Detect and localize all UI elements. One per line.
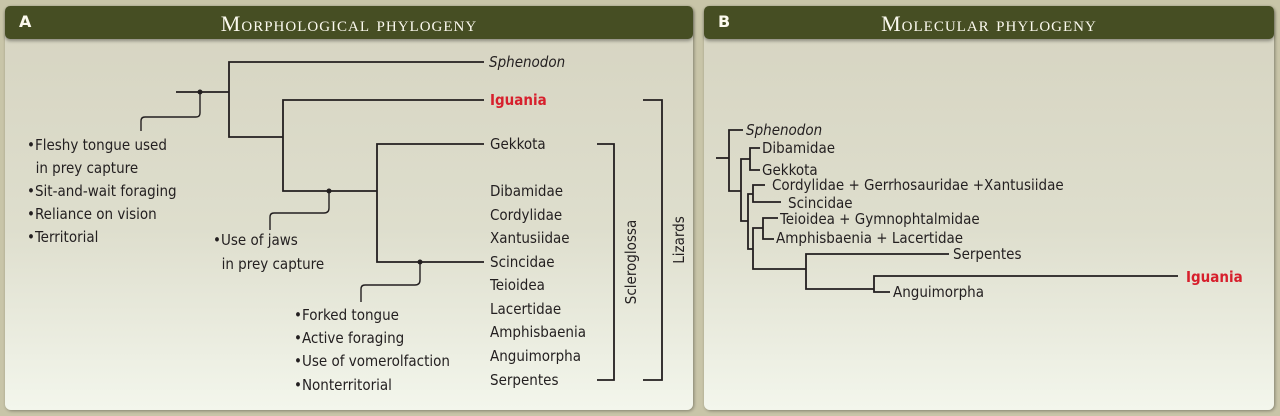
taxon-gekkota: Gekkota	[490, 135, 546, 153]
taxon-serpentes: Serpentes	[953, 245, 1021, 263]
panel-header: B Molecular phylogeny	[704, 6, 1274, 39]
branch-dibamidae	[749, 147, 760, 159]
panel-header: A Morphological phylogeny	[5, 6, 693, 39]
branch-sphenodon	[228, 61, 484, 92]
taxon-amphisbaenia-group: Amphisbaenia + Lacertidae	[776, 229, 963, 247]
taxon-scincidae: Scincidae	[490, 253, 555, 271]
annotation-line: •Nonterritorial	[294, 376, 392, 394]
panel-molecular-phylogeny: B Molecular phylogeny	[704, 6, 1274, 410]
annotation-line: in prey capture	[27, 159, 138, 177]
taxon-anguimorpha: Anguimorpha	[490, 347, 581, 365]
branch-teioidea	[762, 217, 778, 228]
annotation-root: •Fleshy tongue used in prey capture •Sit…	[27, 136, 177, 246]
taxon-cordylidae-group: Cordylidae + Gerrhosauridae +Xantusiidae	[772, 176, 1064, 194]
callout-root	[140, 92, 201, 131]
taxon-xantusiidae: Xantusiidae	[490, 229, 570, 247]
branch-toxicofera	[752, 249, 806, 270]
branch-dib-gek-node	[740, 158, 750, 191]
panel-letter: A	[19, 12, 32, 31]
taxon-dibamidae: Dibamidae	[762, 139, 835, 157]
panel-title: Morphological phylogeny	[220, 11, 478, 36]
branch-gekkota	[376, 143, 484, 191]
branch-iguania	[282, 99, 484, 137]
annotation-line: •Fleshy tongue used	[27, 136, 167, 154]
callout-jaws	[269, 191, 330, 230]
taxon-sphenodon: Sphenodon	[746, 121, 822, 139]
branch-anguimorpha	[873, 289, 890, 293]
annotation-line: •Active foraging	[294, 329, 404, 347]
branch-lizards-stem	[228, 92, 283, 138]
taxon-teioidea-group: Teioidea + Gymnophtalmidae	[779, 210, 980, 228]
node-dot	[326, 188, 332, 194]
callout-scleroglossa	[360, 262, 421, 302]
panel-title: Molecular phylogeny	[881, 11, 1097, 36]
synapomorphy-dots	[197, 89, 423, 265]
panel-letter: B	[718, 12, 731, 31]
node-dot	[417, 259, 423, 265]
branch-serpentes	[805, 253, 949, 269]
branch-cordylidae	[752, 184, 765, 194]
annotation-line: in prey capture	[213, 255, 324, 273]
annotation-line: •Forked tongue	[294, 306, 399, 324]
bracket-lizards	[643, 99, 663, 381]
branch-sphenodon	[728, 129, 743, 158]
annotation-scleroglossa: •Forked tongue •Active foraging •Use of …	[294, 306, 450, 394]
annotation-line: •Reliance on vision	[27, 205, 157, 223]
annotation-line: •Sit-and-wait foraging	[27, 182, 177, 200]
taxon-iguania: Iguania	[1186, 268, 1243, 286]
taxon-sphenodon: Sphenodon	[489, 53, 565, 71]
annotation-line: •Territorial	[27, 228, 98, 246]
taxon-iguania: Iguania	[490, 91, 547, 109]
taxon-serpentes: Serpentes	[490, 371, 558, 389]
bracket-label-scleroglossa: Scleroglossa	[622, 220, 640, 304]
taxon-lacertidae: Lacertidae	[490, 300, 561, 318]
branch-scleroglossa-stem	[282, 137, 377, 192]
annotation-line: •Use of jaws	[213, 231, 298, 249]
taxon-teioidea: Teioidea	[489, 276, 545, 294]
branch-teio-node	[752, 227, 763, 249]
branch-scinc-node	[747, 193, 753, 221]
node-dot	[197, 89, 203, 95]
bracket-scleroglossa	[597, 143, 615, 381]
annotation-jaws: •Use of jaws in prey capture	[213, 231, 324, 273]
branch-rest	[740, 191, 748, 222]
taxon-amphisbaenia: Amphisbaenia	[490, 323, 586, 341]
branch-scincidae	[752, 194, 781, 203]
molecular-tree-branches	[716, 129, 1178, 293]
annotation-line: •Use of vomerolfaction	[294, 352, 450, 370]
branch-iguania	[873, 275, 1178, 289]
taxon-cordylidae: Cordylidae	[490, 206, 562, 224]
taxon-scincidae: Scincidae	[788, 194, 853, 212]
taxon-dibamidae: Dibamidae	[490, 182, 563, 200]
bracket-label-lizards: Lizards	[670, 216, 688, 264]
branch-autarchoglossa	[376, 191, 484, 263]
branch-amphisbaenia	[762, 228, 774, 240]
branch-rest2	[747, 221, 753, 250]
branch-squamata	[728, 158, 741, 192]
panel-morphological-phylogeny: A Morphological phylogeny	[5, 6, 693, 410]
taxon-gekkota: Gekkota	[762, 161, 818, 179]
taxon-anguimorpha: Anguimorpha	[893, 283, 984, 301]
branch-ig-ang-node	[805, 269, 874, 290]
branch-gekkota	[749, 159, 760, 171]
